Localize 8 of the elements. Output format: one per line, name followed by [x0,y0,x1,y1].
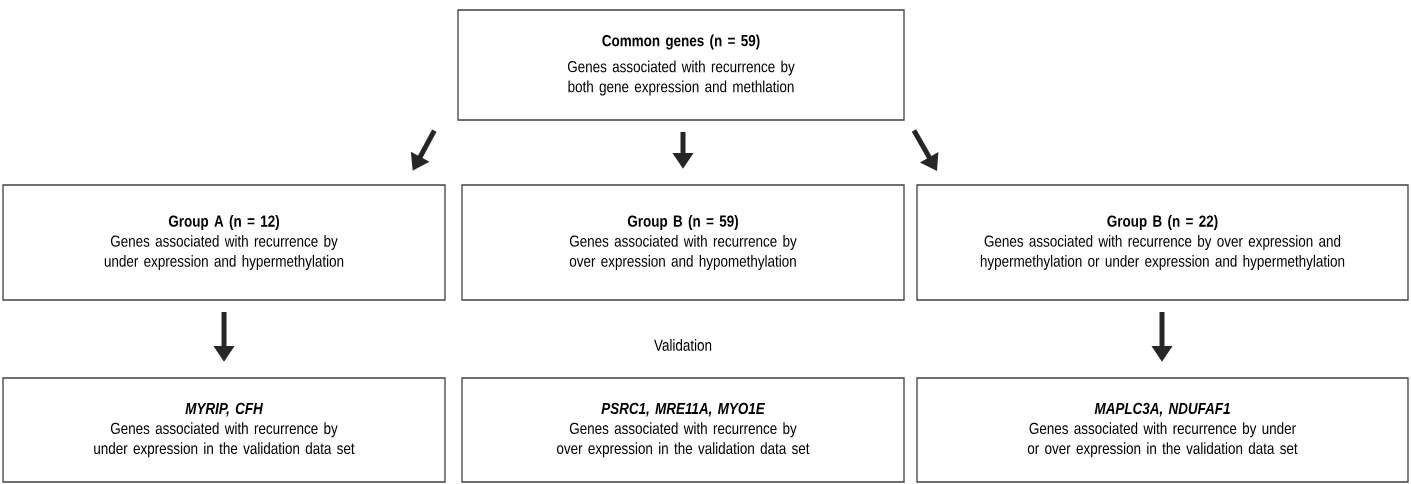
gene-group-box: Group B (n = 59) Genes associated with recurrence by over expression and hypomethylation [461,184,905,301]
gene-group-box: MYRIP, CFH Genes associated with recurrence by under expression in the validation data set [2,377,446,483]
gene-group-box: Group A (n = 12) Genes associated with recurrence by under expression and hypermethylation [2,184,446,301]
gene-group-box: PSRC1, MRE11A, MYO1E Genes associated with recurrence by over expression in the validation data set [461,377,905,483]
gene-group-box: MAPLC3A, NDUFAF1 Genes associated with recurrence by under or over expression in the validation data set [916,377,1409,483]
gene-group-box: Group B (n = 22) Genes associated with recurrence by over expression and hypermethylation or under expression and hypermethylation [916,184,1409,301]
section-label: Validation [654,339,712,351]
gene-group-box: Common genes (n = 59) Genes associated with recurrence by both gene expression and methlation [457,9,905,121]
